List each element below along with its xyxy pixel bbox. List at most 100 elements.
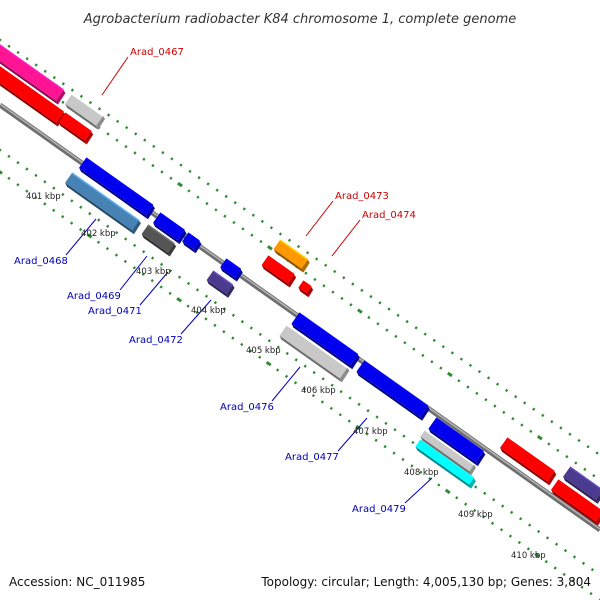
tick-mark — [411, 440, 415, 445]
tick-mark — [331, 290, 335, 294]
tick-mark — [412, 347, 416, 351]
tick-mark — [365, 432, 369, 436]
tick-mark — [393, 428, 397, 432]
tick-mark — [559, 426, 563, 430]
kbp-label: 407 kbp — [353, 427, 388, 437]
tick-mark — [285, 351, 289, 356]
tick-mark — [339, 389, 343, 394]
tick-mark — [106, 132, 110, 136]
tick-mark — [464, 502, 468, 506]
tick-mark — [278, 232, 283, 236]
gene-side-face — [65, 182, 134, 235]
gene-front-face — [220, 259, 241, 278]
tick-mark — [374, 438, 378, 442]
tick-mark — [565, 455, 569, 459]
tick-mark — [79, 205, 83, 209]
gene-red-1 — [0, 66, 66, 127]
gene-end-cap — [547, 471, 557, 486]
tick-mark — [222, 307, 227, 311]
gene-highlight — [187, 232, 200, 242]
tick-mark — [396, 313, 400, 317]
gene-label-arad-0473[interactable]: Arad_0473 — [335, 191, 389, 202]
tick-mark — [544, 560, 548, 564]
gene-label-arad-0476[interactable]: Arad_0476 — [220, 402, 274, 413]
tick-mark — [378, 301, 382, 305]
tick-mark — [250, 233, 254, 237]
gene-blue-0476a — [291, 312, 360, 370]
tick-mark — [161, 150, 165, 155]
gene-grey-0467 — [65, 93, 106, 130]
tick-mark — [477, 369, 482, 374]
tick-mark — [123, 259, 127, 264]
tick-mark — [61, 192, 65, 197]
tick-mark — [376, 322, 380, 326]
gene-label-arad-0477[interactable]: Arad_0477 — [285, 452, 339, 463]
gene-end-cap — [469, 478, 476, 489]
gene-front-face — [182, 233, 200, 250]
tick-mark — [276, 345, 280, 349]
tick-mark — [25, 167, 29, 171]
gene-front-face — [65, 94, 104, 126]
gene-end-cap — [595, 493, 600, 504]
tick-mark — [446, 371, 453, 378]
gene-side-face — [420, 436, 472, 476]
tick-mark — [475, 391, 479, 396]
tick-mark — [347, 419, 351, 423]
page-title: Agrobacterium radiobacter K84 chromosome… — [83, 12, 516, 27]
tick-mark — [360, 288, 364, 292]
gene-end-cap — [193, 241, 202, 254]
gene-label-arad-0469[interactable]: Arad_0469 — [67, 291, 121, 302]
gene-front-face — [298, 281, 312, 294]
tick-mark — [61, 100, 65, 104]
tick-mark — [338, 413, 342, 417]
gene-label-arad-0468[interactable]: Arad_0468 — [14, 256, 68, 267]
tick-mark — [324, 263, 328, 267]
tick-mark — [213, 323, 217, 327]
tick-mark — [511, 417, 515, 421]
gene-highlight — [0, 66, 64, 113]
leader-line-arad-0472 — [180, 299, 212, 335]
gene-label-arad-0471[interactable]: Arad_0471 — [88, 306, 142, 317]
gene-label-arad-0472[interactable]: Arad_0472 — [129, 335, 183, 346]
tick-mark — [481, 515, 486, 519]
tick-mark — [583, 467, 587, 471]
gene-front-face — [563, 467, 600, 500]
gene-highlight — [557, 479, 600, 511]
tick-mark — [284, 374, 289, 379]
tick-mark — [152, 144, 156, 149]
tick-mark — [414, 326, 418, 330]
tick-mark — [265, 360, 272, 367]
tick-mark — [79, 94, 84, 98]
gene-label-arad-0474[interactable]: Arad_0474 — [362, 210, 416, 221]
topology-summary: Topology: circular; Length: 4,005,130 bp… — [260, 575, 591, 589]
gene-front-face — [415, 440, 474, 485]
tick-mark — [88, 211, 92, 216]
gene-front-face — [65, 173, 139, 231]
tick-mark — [468, 363, 473, 368]
tick-mark — [493, 404, 497, 408]
tick-mark — [502, 410, 506, 415]
gene-labels: Arad_0467Arad_0468Arad_0469Arad_0471Arad… — [14, 47, 416, 515]
tick-mark — [70, 88, 74, 92]
gene-magenta — [0, 44, 66, 105]
tick-mark — [133, 151, 137, 155]
gene-side-face — [65, 103, 99, 130]
tick-mark — [385, 328, 389, 332]
tick-mark — [474, 485, 478, 489]
tick-mark — [532, 407, 536, 411]
gene-red-0474a — [261, 255, 297, 288]
tick-mark — [590, 567, 595, 572]
gene-label-arad-0479[interactable]: Arad_0479 — [352, 504, 406, 515]
tick-mark — [176, 297, 183, 303]
tick-mark — [115, 119, 120, 123]
tick-mark — [568, 432, 572, 436]
gene-highlight — [363, 360, 429, 407]
leader-line-arad-0474 — [331, 219, 361, 257]
kbp-label: 403 kbp — [136, 267, 171, 277]
kbp-label: 405 kbp — [246, 346, 281, 356]
gene-end-cap — [177, 230, 187, 245]
tick-mark — [142, 250, 146, 254]
gene-side-face — [0, 61, 58, 105]
gene-label-arad-0467[interactable]: Arad_0467 — [130, 47, 184, 58]
